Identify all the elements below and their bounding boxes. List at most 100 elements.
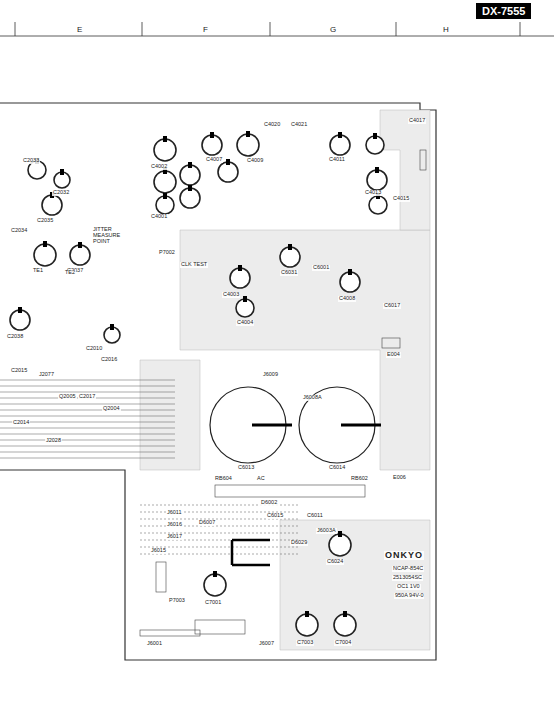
bus-trace bbox=[0, 446, 175, 447]
bus-trace bbox=[0, 410, 175, 411]
polarity-mark bbox=[18, 307, 22, 313]
part-label: J6003A bbox=[316, 528, 337, 534]
part-label: C2016 bbox=[100, 357, 118, 363]
part-label: C4009 bbox=[246, 158, 264, 164]
bus-trace bbox=[0, 404, 175, 405]
part-label: C4013 bbox=[364, 190, 382, 196]
bus-trace bbox=[0, 386, 175, 387]
polarity-mark bbox=[348, 269, 352, 275]
capacitor-symbol bbox=[154, 171, 176, 193]
part-label: RB604 bbox=[214, 476, 233, 482]
part-label: C4017 bbox=[408, 118, 426, 124]
capacitor-symbol bbox=[296, 614, 318, 636]
polarity-mark bbox=[305, 611, 309, 617]
polarity-mark bbox=[163, 136, 167, 142]
grid-letter: H bbox=[442, 26, 450, 34]
jumper-trace bbox=[140, 554, 300, 555]
part-label: C6011 bbox=[306, 513, 324, 519]
jumper-trace bbox=[140, 533, 300, 534]
polarity-mark bbox=[238, 265, 242, 271]
polarity-mark bbox=[246, 131, 250, 137]
bus-trace bbox=[0, 440, 175, 441]
jumper-trace bbox=[140, 526, 300, 527]
part-label: E006 bbox=[392, 475, 407, 481]
part-label: C4007 bbox=[205, 157, 223, 163]
part-label: J2077 bbox=[38, 372, 55, 378]
part-label: P7003 bbox=[168, 598, 186, 604]
part-label: C7003 bbox=[296, 640, 314, 646]
part-label: CLK TEST bbox=[180, 262, 208, 268]
polarity-mark bbox=[210, 132, 214, 138]
part-label: E004 bbox=[386, 352, 401, 358]
part-label: P7002 bbox=[158, 250, 176, 256]
part-label: J2028 bbox=[45, 438, 62, 444]
part-label: C4001 bbox=[150, 214, 168, 220]
bus-trace bbox=[0, 452, 175, 453]
jumper-trace bbox=[140, 519, 300, 520]
polarity-mark bbox=[78, 242, 82, 248]
part-label: C4020 bbox=[263, 122, 281, 128]
part-label: JITTER MEASURE POINT bbox=[92, 226, 132, 244]
part-label: D6029 bbox=[290, 540, 308, 546]
polarity-mark bbox=[338, 531, 342, 537]
part-label: C2033 bbox=[22, 158, 40, 164]
bus-trace bbox=[0, 416, 175, 417]
part-label: Q2005 bbox=[58, 394, 77, 400]
part-label: C7001 bbox=[204, 600, 222, 606]
part-label: J6011 bbox=[166, 510, 183, 516]
polarity-mark bbox=[188, 162, 192, 168]
part-label: OC1 1V0 bbox=[396, 584, 421, 590]
part-label: C2035 bbox=[36, 218, 54, 224]
polarity-mark bbox=[110, 324, 114, 330]
capacitor-symbol bbox=[34, 244, 56, 266]
polarity-mark bbox=[60, 169, 64, 175]
part-label: C2015 bbox=[10, 368, 28, 374]
capacitor-symbol bbox=[154, 139, 176, 161]
part-label: C2017 bbox=[78, 394, 96, 400]
polarity-mark bbox=[252, 424, 292, 427]
capacitor-symbol bbox=[329, 534, 351, 556]
bus-trace bbox=[0, 434, 175, 435]
part-label: NCAP-854C bbox=[392, 566, 424, 572]
part-label: D6007 bbox=[198, 520, 216, 526]
part-label: C4002 bbox=[150, 164, 168, 170]
polarity-mark bbox=[188, 185, 192, 191]
part-label: J6008A bbox=[302, 395, 323, 401]
polarity-mark bbox=[338, 132, 342, 138]
polarity-mark bbox=[243, 296, 247, 302]
part-label: C4003 bbox=[222, 292, 240, 298]
model-title: DX-7555 bbox=[476, 3, 531, 19]
capacitor-symbol bbox=[237, 134, 259, 156]
bus-trace bbox=[0, 380, 175, 381]
part-label: C4021 bbox=[290, 122, 308, 128]
part-label: TE2 bbox=[64, 270, 76, 276]
part-label: C6015 bbox=[266, 513, 284, 519]
part-label: C4008 bbox=[338, 296, 356, 302]
capacitor-symbol bbox=[334, 614, 356, 636]
part-label: C6013 bbox=[237, 465, 255, 471]
part-label: C7004 bbox=[334, 640, 352, 646]
part-label: C6031 bbox=[280, 270, 298, 276]
part-label: ONKYO bbox=[384, 551, 424, 560]
polarity-mark bbox=[288, 244, 292, 250]
part-label: C2034 bbox=[10, 228, 28, 234]
part-label: C4004 bbox=[236, 320, 254, 326]
polarity-mark bbox=[43, 241, 47, 247]
part-label: C2014 bbox=[12, 420, 30, 426]
polarity-mark bbox=[163, 193, 167, 199]
part-label: D6002 bbox=[260, 500, 278, 506]
bus-trace bbox=[0, 458, 175, 459]
part-label: Q2004 bbox=[102, 406, 121, 412]
capacitor-symbol bbox=[204, 574, 226, 596]
part-label: J6001 bbox=[146, 641, 163, 647]
part-label: RB602 bbox=[350, 476, 369, 482]
polarity-mark bbox=[373, 133, 377, 139]
polarity-mark bbox=[375, 167, 379, 173]
polarity-mark bbox=[341, 424, 381, 427]
bus-trace bbox=[0, 428, 175, 429]
part-label: C4011 bbox=[328, 157, 346, 163]
part-label: J6016 bbox=[166, 522, 183, 528]
part-label: C6001 bbox=[312, 265, 330, 271]
part-label: J6007 bbox=[258, 641, 275, 647]
